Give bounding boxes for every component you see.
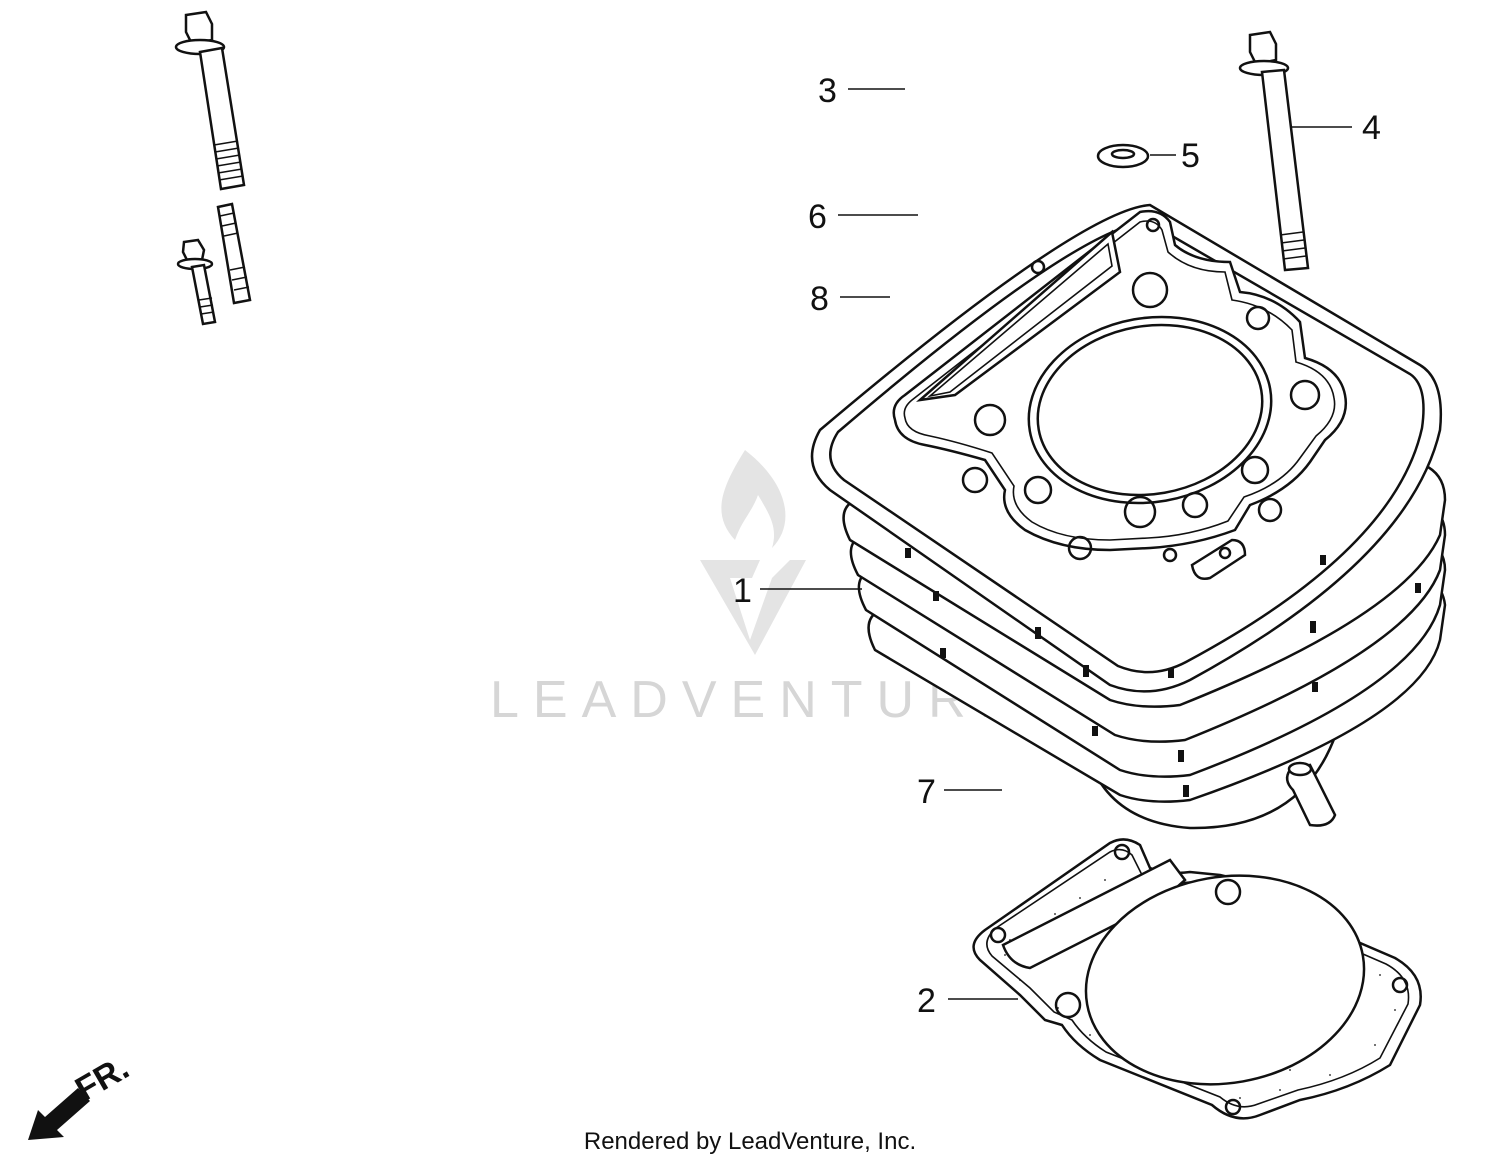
leader-lines <box>760 88 1352 1000</box>
front-direction-indicator: FR. <box>28 1049 135 1140</box>
footer-credit: Rendered by LeadVenture, Inc. <box>583 1128 917 1155</box>
part-1-cylinder <box>810 203 1447 830</box>
part-8-bolt <box>176 238 217 326</box>
callout-2: 2 <box>917 982 936 1020</box>
part-3-stud-bolt <box>174 10 246 191</box>
callout-1: 1 <box>733 572 752 610</box>
part-5-washer <box>1096 143 1150 169</box>
callout-8: 8 <box>810 280 829 318</box>
front-arrow-icon <box>28 1088 90 1140</box>
callout-3: 3 <box>818 72 837 110</box>
callout-4: 4 <box>1362 109 1381 147</box>
part-7-dowel-pin <box>1285 761 1337 827</box>
part-6-stud <box>216 202 252 305</box>
part-4-stud-bolt <box>1238 30 1310 272</box>
callout-5: 5 <box>1181 137 1200 175</box>
leadventure-logo-icon <box>700 450 806 655</box>
callout-labels: 3 4 5 6 8 1 7 2 <box>733 72 1381 1020</box>
part-2-base-gasket <box>972 838 1422 1120</box>
callout-6: 6 <box>808 198 827 236</box>
callout-7: 7 <box>917 773 936 811</box>
